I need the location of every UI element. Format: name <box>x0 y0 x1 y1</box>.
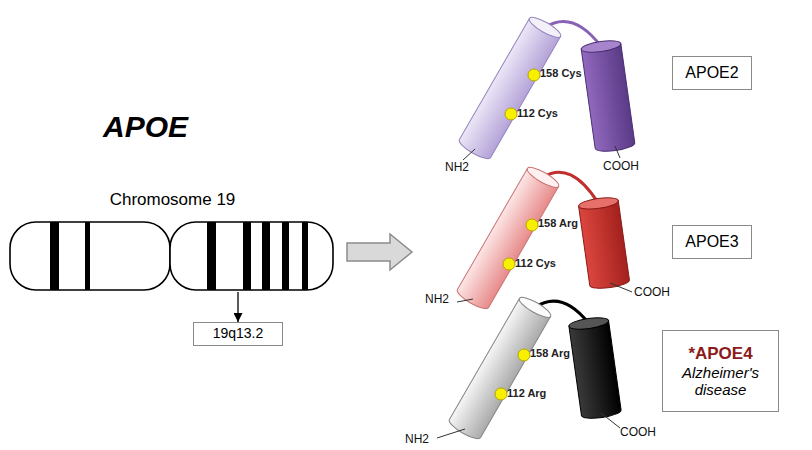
cylinder-cap <box>578 196 619 211</box>
c-terminal-domain <box>581 39 636 153</box>
residue-dot <box>495 388 507 400</box>
residue-label: 158 Arg <box>538 217 578 229</box>
terminus-label: COOH <box>603 159 639 173</box>
residue-dot <box>526 219 538 231</box>
cylinder-body <box>569 321 622 421</box>
cylinder-body <box>455 168 559 312</box>
chromosome-band <box>302 222 308 290</box>
transition-arrow <box>347 234 412 270</box>
label-box: *APOE4Alzheimer's disease <box>662 330 779 412</box>
cylinder-cap <box>517 294 553 321</box>
residue-dot <box>528 69 540 81</box>
terminus-label: NH2 <box>405 432 429 446</box>
label-box: 19q13.2 <box>193 322 283 346</box>
chromosome-band <box>262 222 270 290</box>
c-terminal-domain <box>568 316 622 421</box>
terminus-label: COOH <box>620 425 656 439</box>
residue-label: 112 Cys <box>517 107 558 119</box>
terminus-label: COOH <box>634 285 670 299</box>
leader-line <box>437 429 465 438</box>
protein-node: 158 Cys 112 Cys <box>450 8 650 168</box>
chromosome-arm <box>10 222 170 290</box>
leader-line <box>463 149 475 160</box>
disease-note: Alzheimer's disease <box>675 364 767 399</box>
cylinder-body <box>581 44 635 154</box>
c-terminal-domain <box>578 196 630 291</box>
leader-line <box>601 413 620 428</box>
residue-label: 112 Arg <box>507 387 546 399</box>
label-box: APOE2 <box>672 56 752 90</box>
residue-label: 158 Cys <box>540 67 582 79</box>
protein-shape <box>450 8 650 168</box>
cylinder-body <box>447 298 551 442</box>
residue-dot <box>505 108 517 120</box>
chromosome-arm <box>170 222 333 290</box>
leader-line <box>610 283 632 292</box>
protein-shape <box>440 288 640 448</box>
terminus-label: NH2 <box>445 160 469 174</box>
label-box: APOE3 <box>672 225 752 259</box>
protein-node: 158 Arg 112 Cys <box>448 158 648 318</box>
leader-line <box>457 299 473 302</box>
isoform-name: APOE2 <box>685 64 738 82</box>
residue-dot <box>503 258 515 270</box>
chromosome-band <box>282 222 289 290</box>
terminus-label: NH2 <box>425 292 449 306</box>
n-terminal-domain <box>455 164 561 312</box>
cylinder-cap <box>568 316 609 331</box>
residue-dot <box>518 349 530 361</box>
protein-shape <box>448 158 648 318</box>
n-terminal-domain <box>457 14 563 162</box>
band-group <box>50 222 308 290</box>
n-terminal-domain <box>447 294 553 442</box>
chromosome-band <box>207 222 216 290</box>
isoform-name: APOE3 <box>685 233 738 251</box>
leader-line <box>615 146 620 158</box>
locus-arrow <box>237 292 238 322</box>
isoform-name: *APOE4 <box>688 344 752 364</box>
cylinder-cap <box>527 14 563 41</box>
chromosome-band <box>50 222 59 290</box>
chromosome-label: Chromosome 19 <box>10 190 335 210</box>
cylinder-body <box>457 18 561 162</box>
cylinder-cap <box>581 39 622 54</box>
protein-node: 158 Arg 112 Arg <box>440 288 640 448</box>
chromosome-band <box>85 222 90 290</box>
cylinder-cap <box>525 164 561 191</box>
isoform-name: 19q13.2 <box>213 326 264 341</box>
diagram-title: APOE <box>103 110 188 144</box>
chromosome-band <box>243 222 251 290</box>
residue-label: 158 Arg <box>530 347 570 359</box>
cylinder-body <box>579 201 630 291</box>
chromosome-node: Chromosome 19 <box>10 188 335 292</box>
residue-label: 112 Cys <box>515 257 556 269</box>
